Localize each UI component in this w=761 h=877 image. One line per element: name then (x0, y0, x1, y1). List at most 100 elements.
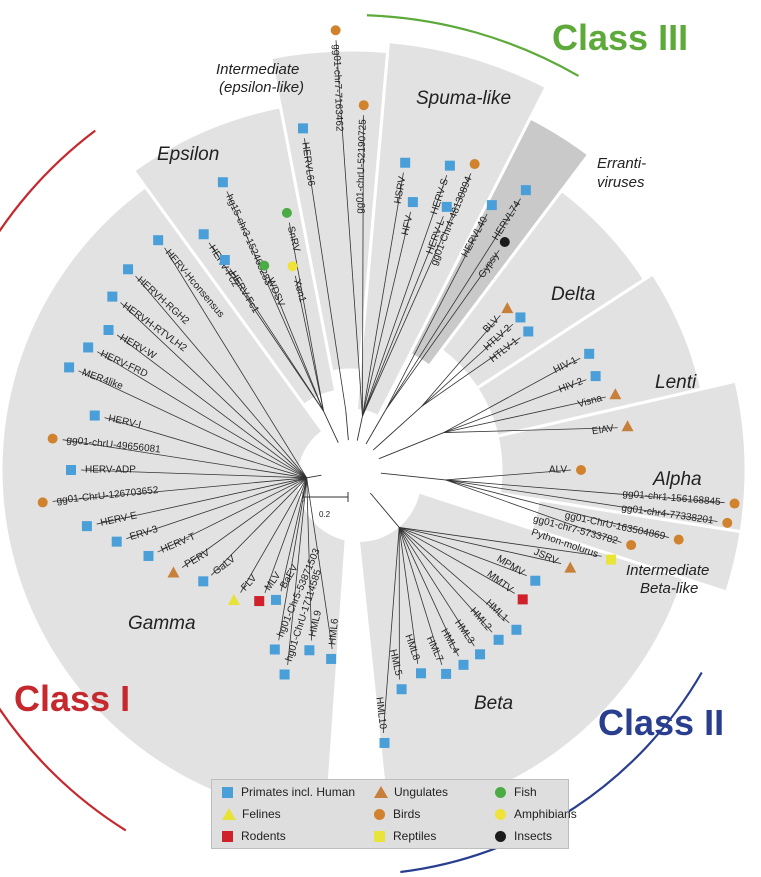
tip-label: HML6 (327, 618, 341, 646)
circle-icon (729, 498, 740, 509)
square-icon (222, 786, 233, 798)
tree-center (297, 418, 421, 542)
tip-branch (362, 216, 444, 417)
tip-branch (287, 477, 308, 666)
square-icon (64, 362, 75, 373)
internal-branch (378, 432, 444, 460)
legend-label: Ungulates (394, 785, 449, 799)
circle-icon (259, 260, 270, 271)
square-icon (107, 291, 118, 302)
clade-errantiviruses-2: viruses (597, 174, 645, 191)
tip-label: HSRV (393, 175, 409, 204)
tip-branch (443, 427, 618, 433)
tip-branch (445, 479, 718, 522)
square-icon (198, 229, 209, 240)
tip-branch (362, 172, 404, 417)
square-icon (441, 201, 452, 212)
tip-branch (399, 527, 515, 594)
tip-branch (135, 275, 307, 479)
tip-branch (229, 268, 324, 412)
square-icon (217, 177, 228, 188)
square-icon (523, 326, 534, 337)
legend-item-ungulates: Ungulates (374, 783, 448, 801)
legend-item-insects: Insects (495, 827, 552, 845)
clade-beta: Beta (474, 693, 513, 714)
clade-alpha: Alpha (652, 469, 702, 490)
square-icon (606, 554, 617, 565)
circle-icon (330, 25, 341, 36)
tip-branch (78, 370, 307, 479)
clade-gamma: Gamma (128, 613, 196, 634)
legend-label: Reptiles (393, 829, 437, 843)
square-icon (123, 264, 134, 275)
legend-label: Rodents (241, 829, 286, 843)
legend-item-birds: Birds (374, 805, 420, 823)
triangle-icon (222, 808, 236, 820)
square-icon (279, 669, 290, 680)
tip-branch (382, 527, 400, 734)
internal-branch (372, 406, 422, 451)
square-icon (254, 596, 265, 607)
triangle-icon (374, 786, 388, 798)
legend-item-primates: Primates incl. Human (222, 783, 355, 801)
tip-label: HFV (400, 214, 415, 236)
triangle-icon (167, 566, 180, 578)
square-icon (515, 312, 526, 323)
square-icon (269, 644, 280, 655)
square-icon (143, 550, 154, 561)
tip-branch (398, 527, 443, 665)
triangle-icon (609, 388, 622, 400)
clade-lenti: Lenti (655, 372, 697, 393)
square-icon (475, 649, 486, 660)
tip-label: HERV-ADP (85, 465, 136, 476)
clade-intermediate-beta-2: Beta-like (640, 580, 698, 597)
legend-label: Birds (393, 807, 421, 821)
square-icon (297, 123, 308, 134)
tip-branch (80, 469, 307, 479)
tree-branches (52, 40, 725, 734)
square-icon (89, 410, 100, 421)
circle-icon (722, 517, 733, 528)
tip-branch (104, 417, 307, 479)
square-icon (326, 653, 337, 664)
circle-icon (281, 207, 292, 218)
square-icon (517, 594, 528, 605)
tip-branch (226, 191, 324, 412)
sector-alpha (495, 379, 748, 534)
tip-branch (96, 477, 307, 525)
tip-branch (303, 138, 347, 411)
tip-label: gg01-chr7-7163462 (330, 44, 344, 132)
class-iii-label: Class III (552, 17, 688, 58)
tip-branch (445, 479, 725, 504)
tip-branch (181, 477, 307, 568)
tip-branch (97, 351, 307, 479)
tip-branch (362, 211, 412, 417)
tip-branch (443, 396, 606, 433)
tip-branch (445, 479, 622, 543)
clade-delta: Delta (551, 284, 595, 305)
clade-intermediate-epsilon-1: Intermediate (216, 61, 299, 78)
tip-label: gg01-chrU-52190725 (355, 119, 369, 214)
tip-branch (335, 40, 363, 417)
tip-branch (240, 477, 308, 593)
circle-icon (499, 237, 510, 248)
tip-branch (120, 302, 307, 479)
triangle-icon (501, 302, 514, 314)
circle-icon (37, 497, 48, 508)
legend-label: Felines (242, 807, 281, 821)
legend-label: Insects (514, 829, 553, 843)
internal-branch (380, 472, 446, 481)
legend-item-reptiles: Reptiles (374, 827, 436, 845)
tip-branch (362, 173, 472, 417)
tip-branch (421, 337, 521, 407)
square-icon (103, 325, 114, 335)
square-icon (415, 668, 426, 679)
square-icon (400, 157, 411, 168)
tip-branch (164, 247, 308, 479)
square-icon (407, 197, 418, 208)
tip-branch (264, 477, 308, 594)
class-i-label: Class I (14, 678, 130, 719)
tip-branch (398, 527, 419, 664)
scale-bar: 0.2 (302, 492, 349, 519)
sector-epsilon (131, 105, 338, 408)
